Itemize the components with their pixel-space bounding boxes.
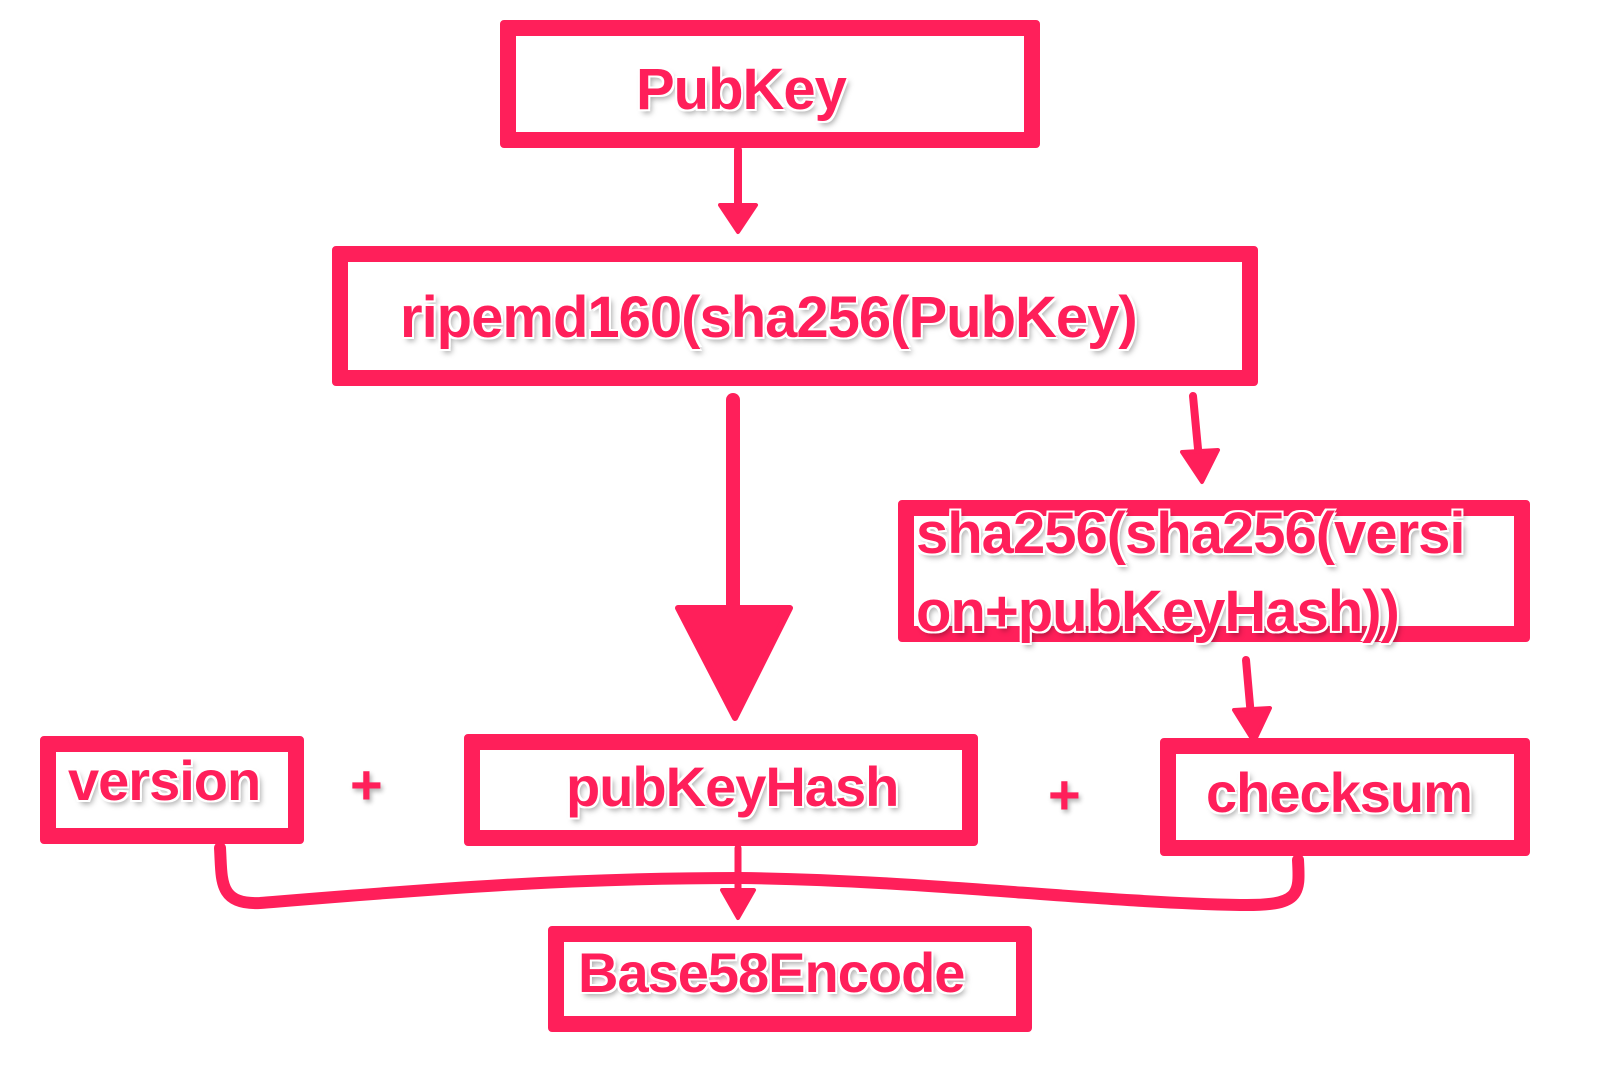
pubkey-box xyxy=(500,20,1040,148)
arrowhead-pubkey-to-ripemd xyxy=(718,203,758,234)
pubkey-label: PubKey xyxy=(636,57,847,122)
ripemd-box xyxy=(332,246,1258,386)
version-label: version xyxy=(68,749,261,812)
checksum-label: checksum xyxy=(1206,761,1473,824)
ripemd-label: ripemd160(sha256(PubKey) xyxy=(400,285,1138,350)
pubkeyhash-box xyxy=(464,734,978,846)
arrowhead-ripemd-to-pubkeyhash xyxy=(675,605,793,721)
version-box xyxy=(40,736,304,844)
checksum-calc-box xyxy=(898,500,1530,642)
bracket-concatenation xyxy=(214,842,1305,912)
base58-box xyxy=(548,926,1032,1032)
base58-label: Base58Encode xyxy=(578,941,965,1004)
plus-operator-2: + xyxy=(1048,763,1081,826)
arrowhead-to-base58 xyxy=(720,888,756,920)
arrowhead-checksum-calc-to-checksum xyxy=(1232,706,1272,744)
pubkeyhash-label: pubKeyHash xyxy=(566,755,899,818)
checksum-box xyxy=(1160,738,1530,856)
arrowhead-ripemd-to-checksum-calc xyxy=(1180,448,1220,484)
checksum-calc-label-line1: sha256(sha256(versi xyxy=(916,501,1466,566)
plus-operator-1: + xyxy=(350,753,383,816)
checksum-calc-label-line2: on+pubKeyHash)) xyxy=(916,579,1400,644)
